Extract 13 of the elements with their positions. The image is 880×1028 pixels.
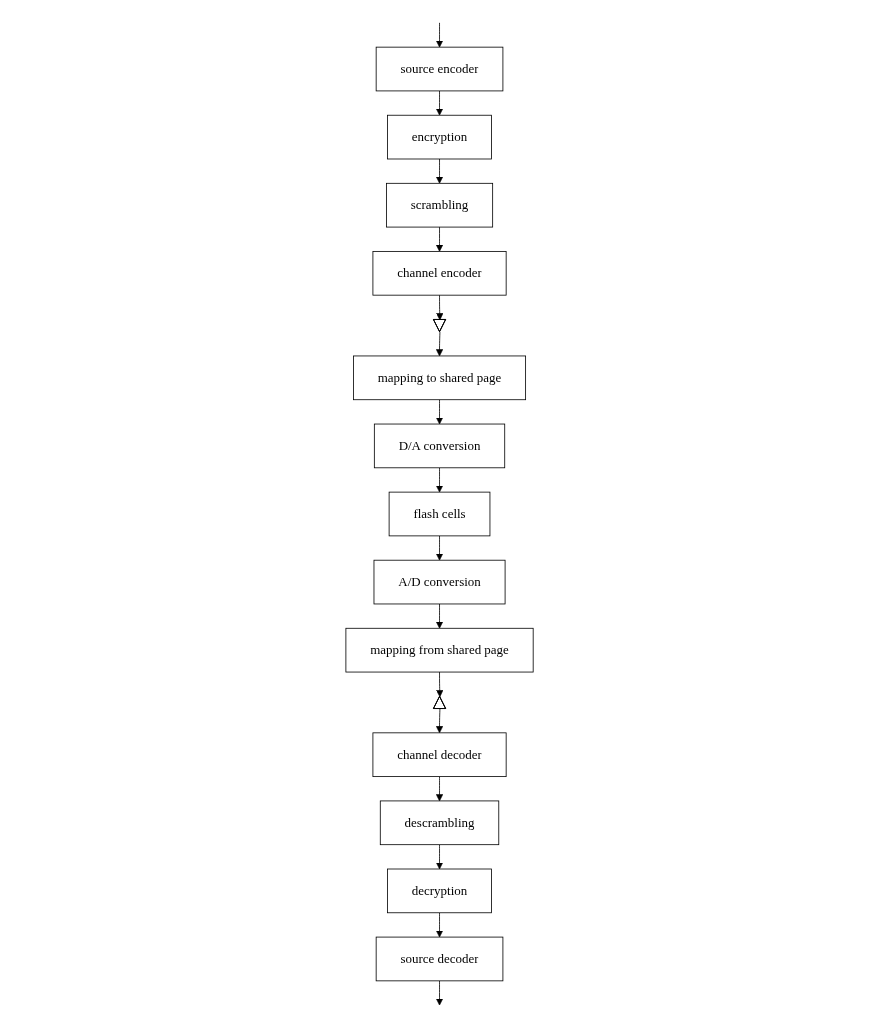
node-box: mapping to shared page — [353, 355, 527, 401]
node-box: channel decoder — [372, 732, 508, 777]
node-box: scrambling — [386, 182, 494, 228]
node-box: D/A conversion — [374, 423, 506, 469]
node-box: source encoder — [376, 46, 504, 92]
node-box: channel encoder — [372, 251, 508, 296]
node-box: A/D conversion — [374, 559, 506, 605]
node-box: encryption — [387, 114, 493, 160]
node-box: decryption — [387, 868, 493, 914]
node-box: mapping from shared page — [345, 627, 535, 673]
node-box: source decoder — [376, 936, 504, 982]
node-box: descrambling — [380, 800, 500, 846]
node-box: flash cells — [389, 491, 491, 537]
